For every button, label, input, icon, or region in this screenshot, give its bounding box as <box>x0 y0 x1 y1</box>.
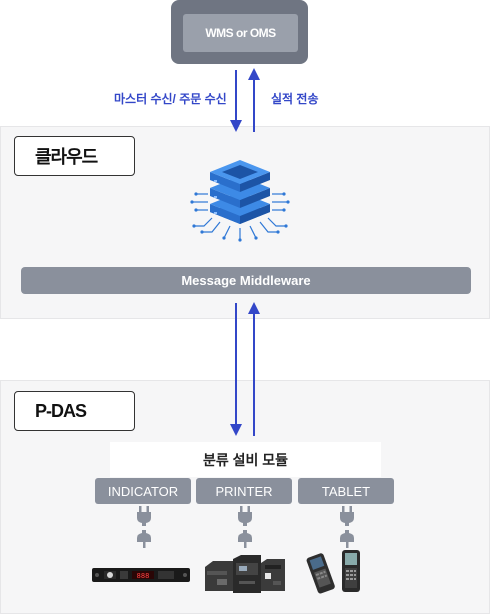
indicator-device-icon: 888 <box>92 568 190 582</box>
receive-flow-label: 마스터 수신/ 주문 수신 <box>114 92 227 106</box>
message-middleware-bar: Message Middleware <box>21 267 471 294</box>
plug-connector-icon <box>238 506 252 548</box>
plug-connector-icon <box>137 506 151 548</box>
device-pill-tablet: TABLET <box>298 478 394 504</box>
handheld-terminal-icon <box>306 550 360 594</box>
pdas-tag: P-DAS <box>14 391 135 431</box>
svg-text:888: 888 <box>137 572 150 580</box>
device-pill-printer: PRINTER <box>196 478 292 504</box>
label-printer-icon <box>205 555 285 593</box>
wms-oms-label: WMS or OMS <box>183 14 298 52</box>
send-flow-label: 실적 전송 <box>271 92 319 106</box>
server-stack-icon <box>190 160 290 242</box>
device-pill-indicator: INDICATOR <box>95 478 191 504</box>
plug-connector-icon <box>340 506 354 548</box>
cloud-tag: 클라우드 <box>14 136 135 176</box>
sorting-module-title: 분류 설비 모듈 <box>110 442 381 477</box>
